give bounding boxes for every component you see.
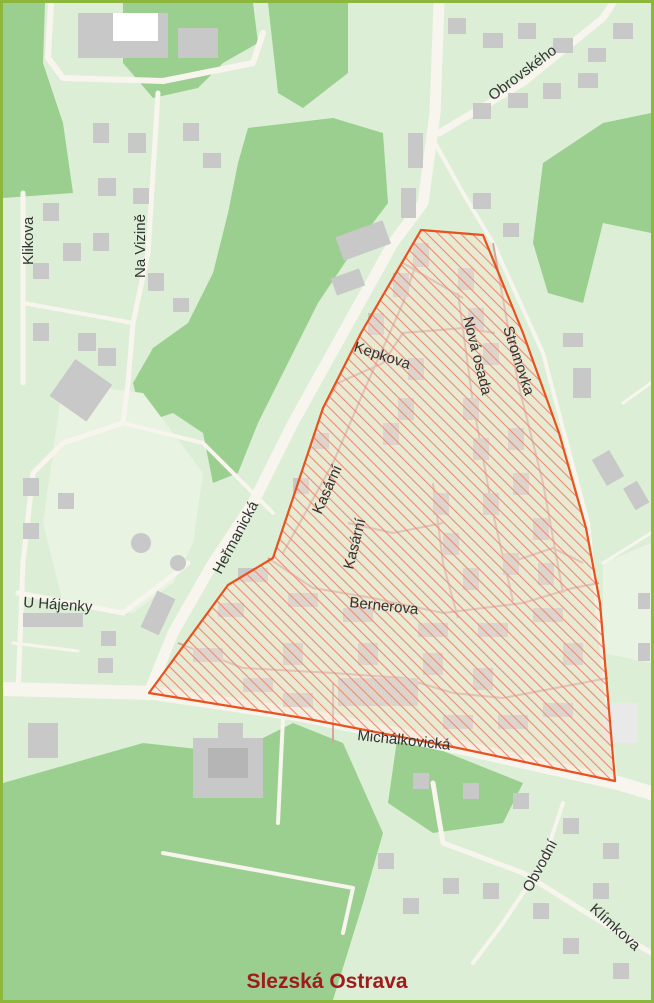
street-label-na-vizine: Na Vizině bbox=[132, 214, 149, 278]
street-label-u-hajenky: U Hájenky bbox=[23, 594, 94, 616]
map-canvas[interactable]: Obrovského Klikova Na Vizině Kepkova Nov… bbox=[3, 3, 651, 1000]
street-label-klikova: Klikova bbox=[20, 216, 37, 265]
highlighted-area[interactable] bbox=[147, 228, 617, 783]
district-label: Slezská Ostrava bbox=[246, 970, 407, 993]
open-areas bbox=[43, 383, 651, 663]
